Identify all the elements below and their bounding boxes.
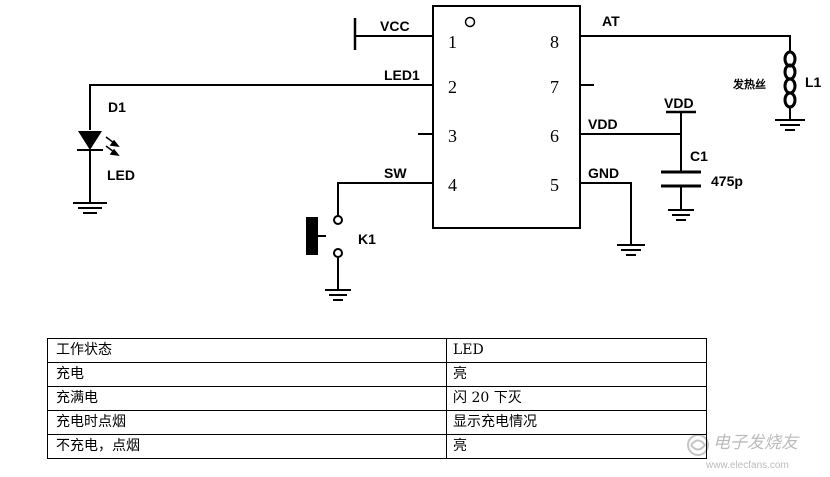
ic-pin1-marker — [464, 16, 476, 28]
ground-symbol-gnd — [617, 244, 645, 256]
table-row: 充电时点烟显示充电情况 — [47, 410, 707, 435]
state-cell: 工作状态 — [47, 338, 447, 363]
vdd-rail-label: VDD — [664, 95, 694, 111]
led1-label: LED1 — [384, 67, 420, 83]
state-cell: 充满电 — [47, 386, 447, 411]
state-cell: 充电时点烟 — [47, 410, 447, 435]
led-cell: 闪 20 下灭 — [446, 386, 707, 411]
sw-label: SW — [384, 165, 407, 181]
ground-symbol-l1 — [775, 119, 805, 131]
ground-symbol-k1 — [325, 289, 351, 301]
pin-6-number: 6 — [550, 126, 559, 146]
capacitor-value-label: 475p — [711, 173, 743, 189]
c1-label: C1 — [690, 148, 708, 164]
state-cell: 充电 — [47, 362, 447, 387]
capacitor-c1-symbol — [661, 170, 701, 188]
pin-3-number: 3 — [448, 126, 457, 146]
switch-k1-symbol — [306, 215, 343, 258]
l1-label: L1 — [805, 74, 822, 90]
table-row: 不充电，点烟亮 — [47, 434, 707, 459]
table-row: 充满电闪 20 下灭 — [47, 386, 707, 411]
pin-7-number: 7 — [550, 77, 559, 97]
watermark-url: www.elecfans.com — [705, 460, 789, 471]
pin-8-number: 8 — [550, 32, 559, 52]
vcc-label: VCC — [380, 18, 410, 34]
ic-body — [432, 5, 581, 229]
pin-4-number: 4 — [448, 175, 457, 195]
heating-wire-label: 发热丝 — [732, 77, 766, 91]
pin-5-number: 5 — [550, 175, 559, 195]
led-cell: 亮 — [446, 434, 707, 459]
led-cell: 亮 — [446, 362, 707, 387]
led-d1-symbol — [77, 131, 120, 157]
ground-symbol-d1 — [73, 202, 107, 214]
k1-label: K1 — [358, 231, 376, 247]
vdd-net-label: VDD — [588, 116, 618, 132]
state-cell: 不充电，点烟 — [47, 434, 447, 459]
pin-2-number: 2 — [448, 77, 457, 97]
led-label: LED — [107, 167, 135, 183]
inductor-l1-symbol — [783, 50, 797, 109]
led-cell: 显示充电情况 — [446, 410, 707, 435]
led-cell: LED — [446, 338, 707, 363]
ground-symbol-c1 — [668, 209, 694, 221]
pin-1-number: 1 — [448, 32, 457, 52]
table-row: 充电亮 — [47, 362, 707, 387]
d1-label: D1 — [108, 99, 126, 115]
gnd-label: GND — [588, 165, 619, 181]
watermark-brand: 电子发烧友 — [713, 433, 800, 453]
at-label: AT — [602, 13, 620, 29]
